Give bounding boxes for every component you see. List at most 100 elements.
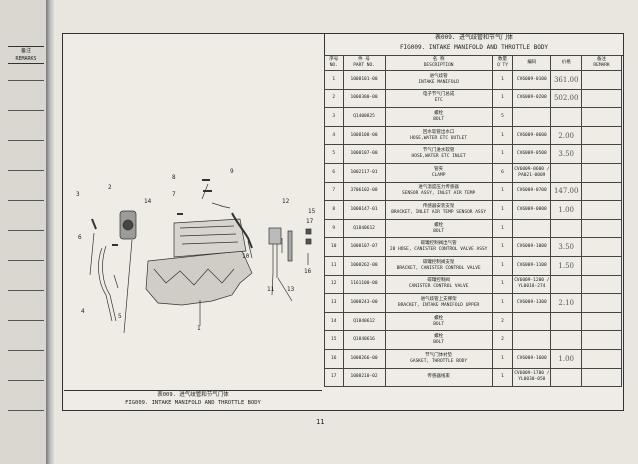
callout-9: 9: [230, 168, 234, 175]
cell-description: 传感器线束: [384, 367, 493, 388]
callout-13: 13: [287, 286, 295, 293]
cell-part-no: Q1840612: [342, 311, 386, 332]
description-en: BOLT: [433, 321, 445, 327]
cell-no: 7: [324, 181, 344, 202]
cell-price: 2.10: [550, 293, 583, 313]
cell-price: [550, 274, 583, 295]
description-en: BOLT: [433, 340, 445, 346]
cell-no: 15: [324, 330, 344, 350]
cell-no: 3: [324, 107, 344, 127]
cell-no: 9: [324, 218, 344, 239]
callout-2: 2: [108, 184, 112, 191]
cell-price: 1.50: [550, 255, 583, 276]
table-title: 表009. 进气歧管和节气门体 FIG009. INTAKE MANIFOLD …: [324, 33, 623, 56]
description-cn: 回水软管出水口: [422, 129, 455, 135]
cell-no: 13: [324, 293, 344, 313]
cell-qty: 1: [491, 237, 514, 257]
callout-5: 5: [118, 313, 122, 320]
page-number: 11: [316, 418, 325, 426]
cell-remark: [581, 70, 622, 90]
cell-qty: 1: [491, 218, 514, 239]
cell-part-no: 1161100-00: [342, 274, 386, 295]
description-en: CANISTER CONTROL VALVE: [408, 284, 469, 290]
description-cn: 传感器安装支架: [422, 203, 455, 209]
cell-code: CV6009-0100: [512, 70, 552, 90]
cell-price: [550, 367, 583, 388]
cell-code: CV6009-1100: [512, 255, 552, 276]
description-cn: 传感器线束: [427, 374, 450, 380]
cell-part-no: 1008266-00: [342, 348, 386, 369]
cell-part-no: Q1840612: [342, 218, 386, 239]
cell-code: CV6009-0200: [512, 88, 552, 109]
cell-part-no: 1008300-00: [342, 88, 386, 109]
description-en: GASKET, THROTTLE BODY: [410, 358, 468, 364]
cell-remark: [581, 367, 622, 388]
cell-remark: [581, 274, 622, 295]
cell-price: [550, 162, 583, 183]
cell-remark: [581, 330, 622, 350]
cell-qty: 5: [491, 107, 514, 127]
cell-part-no: Q1400825: [342, 107, 386, 127]
cell-part-no: 3706102-08: [342, 181, 386, 202]
cell-remark: [581, 162, 622, 183]
cell-remark: [581, 144, 622, 164]
cell-remark: [581, 311, 622, 332]
cell-qty: 1: [491, 70, 514, 90]
cell-no: 10: [324, 237, 344, 257]
left-remarks-en: REMARKS: [15, 56, 37, 62]
col-code: 编码: [512, 55, 552, 71]
description-en: BRACKET, INTAKE MANIFOLD UPPER: [397, 302, 480, 308]
cell-remark: [581, 348, 622, 369]
description-en: 20 HOSE, CANISTER CONTROL VALVE ASSY: [389, 247, 488, 253]
cell-remark: [581, 88, 622, 109]
cell-part-no: 1008108-00: [342, 125, 386, 146]
cell-qty: 1: [491, 367, 514, 388]
description-en: HOSE,WATER ETC OUTLET: [410, 135, 468, 141]
cell-qty: 1: [491, 293, 514, 313]
description-cn: 碳罐控制阀: [427, 278, 450, 284]
cell-code: CV6009-1000: [512, 237, 552, 257]
cell-code: CV6009-0700: [512, 181, 552, 202]
cell-code: CV6009-1700 / YL0030-050: [512, 367, 552, 388]
cell-qty: 1: [491, 125, 514, 146]
cell-price: 1.00: [550, 348, 583, 369]
cell-qty: 6: [491, 162, 514, 183]
callout-1: 1: [197, 325, 201, 332]
cell-part-no: 1008147-01: [342, 200, 386, 220]
description-cn: 螺栓: [434, 315, 444, 321]
cell-part-no: 1008107-07: [342, 237, 386, 257]
caption-en: FIG009. INTAKE MANIFOLD AND THROTTLE BOD…: [125, 400, 261, 406]
cell-price: 502.00: [550, 88, 583, 109]
cell-qty: 2: [491, 311, 514, 332]
book-gutter: [46, 0, 54, 464]
callout-10: 10: [242, 253, 250, 260]
cell-price: [550, 330, 583, 350]
description-cn: 电子节气门总成: [422, 92, 455, 98]
cell-qty: 1: [491, 181, 514, 202]
description-cn: 碳罐控制阀出气管: [420, 241, 457, 247]
cell-no: 17: [324, 367, 344, 388]
cell-no: 6: [324, 162, 344, 183]
cell-qty: 2: [491, 330, 514, 350]
left-remarks-cn: 备注: [20, 48, 31, 54]
callout-12: 12: [282, 198, 290, 205]
cell-code: CV6009-0600 / PA021-0009: [512, 162, 552, 183]
cell-remark: [581, 181, 622, 202]
